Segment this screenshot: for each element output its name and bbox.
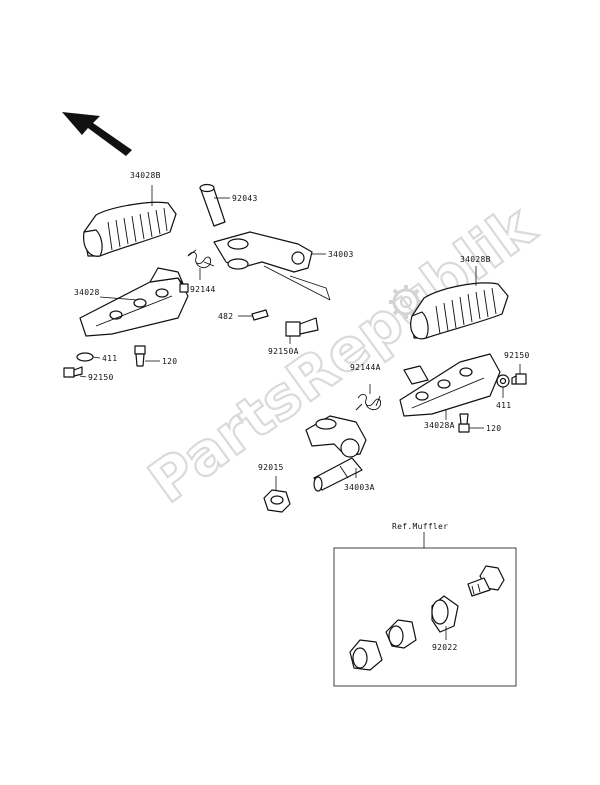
part-92022-washer [431,595,459,633]
label-120-right: 120 [486,424,501,433]
part-34003-bracket [213,231,313,273]
label-92043: 92043 [232,194,258,203]
label-92150a: 92150A [268,347,299,356]
part-92043-pin [199,183,226,227]
part-92150a-bolt [285,317,319,337]
label-92015: 92015 [258,463,284,472]
label-92150-right: 92150 [504,351,530,360]
label-482: 482 [218,312,233,321]
label-411-right: 411 [496,401,511,410]
part-muffler-collar [385,619,417,649]
part-411-left-washer [76,352,94,362]
part-120-right-screw [458,413,470,433]
label-34028: 34028 [74,288,100,297]
ref-muffler-box [333,547,517,687]
label-34028b-left: 34028B [130,171,161,180]
label-411-left: 411 [102,354,117,363]
part-34003a-bracket [305,415,367,492]
label-120-left: 120 [162,357,177,366]
part-34028-left-footrest [79,267,189,337]
part-34028a-right-footrest [399,353,501,417]
part-92144a-spring [355,393,381,411]
part-muffler-bushing [349,639,383,671]
label-34003a: 34003A [344,483,375,492]
label-92150-left: 92150 [88,373,114,382]
part-482-clip [251,309,269,321]
part-120-left-screw [134,345,146,367]
label-34028b-right: 34028B [460,255,491,264]
label-92144: 92144 [190,285,216,294]
arrow-up-left-icon [62,112,132,156]
part-muffler-bolt [467,565,505,597]
label-92022: 92022 [432,643,458,652]
part-92144-spring [187,249,215,269]
part-411-right-washer [496,374,510,388]
label-34003: 34003 [328,250,354,259]
label-92144a: 92144A [350,363,381,372]
label-34028a: 34028A [424,421,455,430]
part-92015-nut [263,489,291,513]
part-34028b-left-rubber [83,201,177,257]
part-92150-right-bolt [511,373,527,385]
part-92150-left-bolt [63,366,83,378]
ref-muffler-label: Ref.Muffler [392,522,448,531]
part-34028b-right-rubber [410,282,509,340]
